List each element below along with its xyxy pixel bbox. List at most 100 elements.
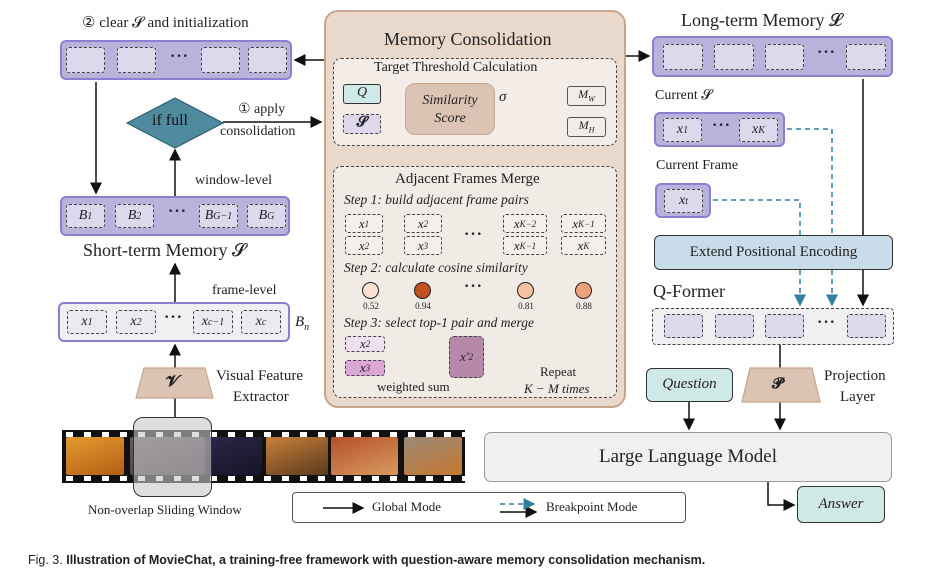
- ellipsis: ···: [170, 48, 190, 65]
- current-s-label: Current 𝓢: [655, 88, 713, 103]
- weighted-sum-label: weighted sum: [377, 379, 450, 394]
- extractor-symbol: 𝓥: [166, 373, 180, 390]
- if-full-label: if full: [152, 112, 188, 129]
- threshold-title: Target Threshold Calculation: [374, 60, 538, 75]
- bn-label: Bn: [295, 314, 310, 333]
- memory-slot: [765, 44, 804, 70]
- qformer-box: ···: [652, 308, 894, 345]
- similarity-value: 0.94: [415, 301, 431, 311]
- step3-label: Step 3: select top-1 pair and merge: [344, 315, 534, 330]
- video-frame: [205, 437, 262, 475]
- qformer-title: Q-Former: [653, 281, 725, 301]
- similarity-circle: [362, 282, 379, 299]
- short-term-s-box: 𝓢: [343, 114, 381, 134]
- sliding-window-label: Non-overlap Sliding Window: [88, 502, 242, 517]
- visual-extractor-shape: [135, 367, 214, 399]
- reset-memory-box: ···: [60, 40, 292, 80]
- projection-symbol: 𝓟: [772, 376, 783, 392]
- merged-frame: x′2: [449, 336, 484, 378]
- qformer-slot: [664, 314, 703, 338]
- legend-breakpoint-mode: Breakpoint Mode: [546, 499, 638, 514]
- similarity-circle: [414, 282, 431, 299]
- video-frame: [66, 437, 124, 475]
- window-level-label: window-level: [195, 173, 272, 188]
- extractor-label-2: Extractor: [233, 389, 289, 405]
- repeat-times-label: K − M times: [524, 381, 590, 396]
- memory-slot: [117, 47, 156, 73]
- long-term-memory-title: Long-term Memory 𝓛: [681, 10, 843, 30]
- ellipsis: ···: [164, 309, 184, 326]
- consolidation-label: consolidation: [220, 124, 296, 139]
- step1-label: Step 1: build adjacent frame pairs: [344, 192, 529, 207]
- breakpoint-current-frame: [713, 199, 801, 235]
- sigma-label: σ: [499, 89, 507, 105]
- answer-box: Answer: [797, 486, 885, 523]
- memory-slot: [66, 47, 105, 73]
- extend-positional-encoding-box: Extend Positional Encoding: [654, 235, 893, 270]
- question-box: Question: [646, 368, 733, 402]
- qformer-slot: [715, 314, 754, 338]
- qformer-slot: [847, 314, 886, 338]
- projection-label-2: Layer: [840, 389, 875, 405]
- projection-label: Projection: [824, 368, 886, 384]
- memory-slot: [201, 47, 240, 73]
- long-term-memory-box: ···: [652, 36, 893, 77]
- memory-slot: [663, 44, 703, 70]
- apply-label: ① apply: [238, 102, 286, 117]
- if-full-diamond: [125, 97, 225, 149]
- similarity-value: 0.52: [363, 301, 379, 311]
- similarity-value: 0.81: [518, 301, 534, 311]
- large-language-model-box: Large Language Model: [484, 432, 892, 482]
- similarity-value: 0.88: [576, 301, 592, 311]
- legend-box: [292, 492, 686, 523]
- arrow-llm-to-answer: [767, 482, 796, 511]
- ellipsis: ···: [817, 314, 837, 331]
- extractor-label: Visual Feature: [216, 368, 303, 384]
- breakpoint-current-s: [787, 128, 833, 235]
- figure-caption: Fig. 3. Illustration of MovieChat, a tra…: [28, 553, 706, 567]
- ellipsis: ···: [168, 203, 188, 220]
- legend-global-mode: Global Mode: [372, 499, 441, 514]
- similarity-circle: [575, 282, 592, 299]
- short-term-memory-title: Short-term Memory 𝓢: [83, 240, 246, 260]
- video-frame: [331, 437, 398, 475]
- merge-title: Adjacent Frames Merge: [395, 171, 540, 187]
- qformer-slot: [765, 314, 804, 338]
- mh-box: MH: [567, 117, 606, 137]
- current-frame-label: Current Frame: [656, 158, 739, 173]
- memory-slot: [248, 47, 287, 73]
- clear-label: ② clear 𝓢 and initialization: [82, 15, 249, 31]
- sliding-window: [133, 417, 212, 497]
- memory-slot: [714, 44, 754, 70]
- question-q-box: Q: [343, 84, 381, 104]
- consolidation-title: Memory Consolidation: [384, 29, 552, 49]
- ellipsis: ···: [817, 44, 837, 61]
- ellipsis: ···: [712, 117, 732, 134]
- ellipsis: ···: [464, 278, 484, 295]
- ellipsis: ···: [464, 226, 484, 243]
- similarity-circle: [517, 282, 534, 299]
